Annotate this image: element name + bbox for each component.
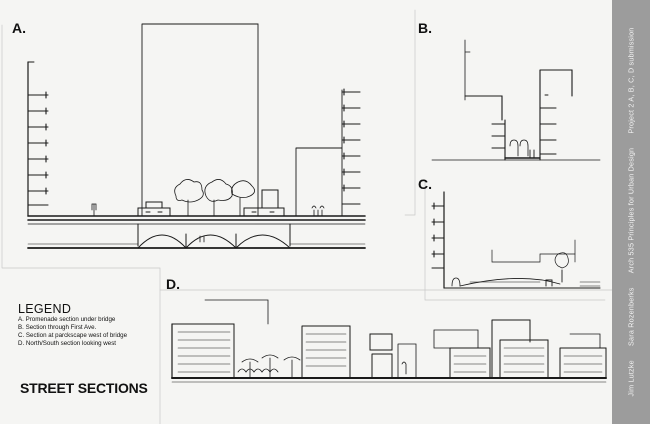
page-title: STREET SECTIONS [20, 380, 148, 396]
panel-label-a: A. [12, 20, 26, 36]
trees [174, 179, 255, 217]
sidebar-project: Project 2 A, B, C, D submission [626, 27, 636, 134]
legend-item-a: A. Promenade section under bridge [18, 316, 116, 323]
section-a [27, 23, 366, 249]
sidebar: Jim Lutzke Sara Rozenberks Arch 535 Prin… [612, 0, 650, 424]
panel-label-d: D. [166, 276, 180, 292]
legend-item-b: B. Section through First Ave. [18, 324, 97, 331]
plaza-people [237, 354, 407, 379]
section-c [431, 191, 601, 289]
deck-elements [137, 189, 285, 217]
panel-label-b: B. [418, 20, 432, 36]
panel-label-c: C. [418, 176, 432, 192]
sidebar-author-2: Sara Rozenberks [626, 287, 636, 346]
section-d [171, 299, 607, 383]
legend-title: LEGEND [18, 302, 72, 316]
drawing-sheet [0, 0, 612, 424]
sidebar-course: Arch 535 Principles for Urban Design [626, 147, 636, 274]
bridge-arches [137, 223, 291, 249]
left-balconies [27, 91, 49, 206]
legend-item-c: C. Section at parckscape west of bridge [18, 332, 128, 339]
right-balconies [341, 88, 361, 205]
section-b [431, 39, 601, 161]
legend: LEGEND A. Promenade section under bridge… [18, 302, 127, 348]
sidebar-text: Jim Lutzke Sara Rozenberks Arch 535 Prin… [627, 21, 636, 402]
sidebar-author-1: Jim Lutzke [626, 360, 636, 397]
sketch-drawings [1, 9, 612, 424]
panel-frames [1, 9, 612, 424]
legend-item-d: D. North/South section looking west [18, 340, 117, 347]
